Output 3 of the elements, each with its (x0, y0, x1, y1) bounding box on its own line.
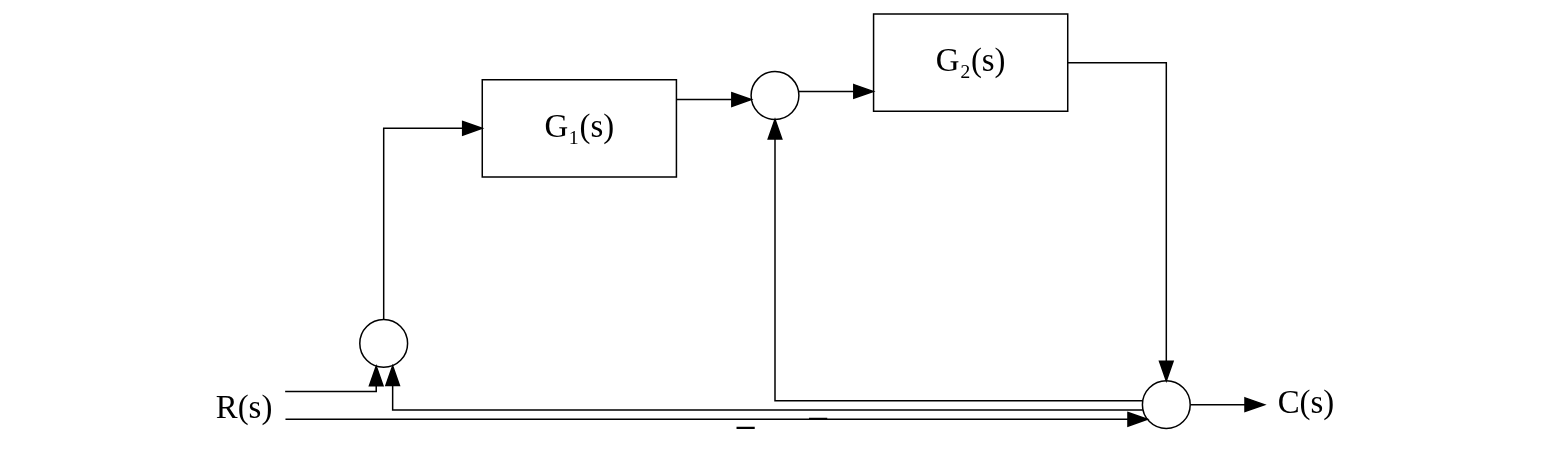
edge-label: – (736, 406, 755, 444)
node-text: C(s) (1277, 384, 1335, 421)
node-text: R(s) (215, 388, 273, 425)
